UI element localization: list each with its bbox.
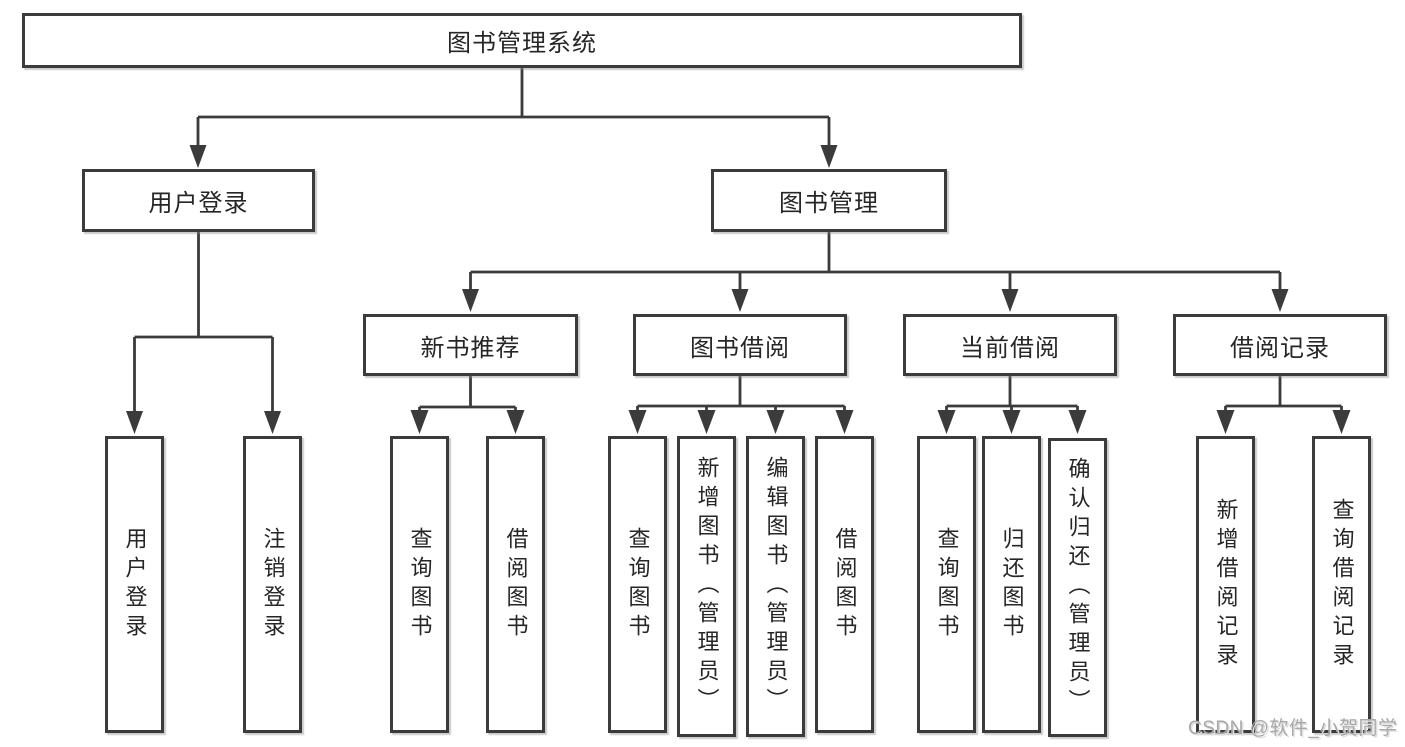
- node-label: 图书借阅: [690, 334, 790, 362]
- leaf-logout: 注销登录: [243, 436, 302, 733]
- node-new-book-recommend: 新书推荐: [363, 314, 578, 376]
- leaf-add-borrow-record: 新增借阅记录: [1196, 436, 1255, 733]
- leaf-add-book-admin: 新增图书（管理员）: [677, 436, 736, 737]
- node-label: 新增图书（管理员）: [694, 456, 720, 717]
- node-user-login: 用户登录: [82, 169, 315, 232]
- node-label: 借阅记录: [1230, 334, 1330, 362]
- node-label: 编辑图书（管理员）: [763, 456, 789, 717]
- node-label: 图书管理: [779, 190, 879, 217]
- leaf-return-books: 归还图书: [982, 436, 1041, 733]
- node-borrowing-records: 借阅记录: [1173, 314, 1387, 376]
- leaf-confirm-return-admin: 确认归还（管理员）: [1048, 438, 1107, 737]
- leaf-borrow-books-recommend: 借阅图书: [486, 436, 545, 733]
- node-label: 借阅图书: [832, 526, 858, 643]
- leaf-edit-book-admin: 编辑图书（管理员）: [746, 436, 805, 737]
- node-label: 当前借阅: [960, 334, 1060, 362]
- node-label: 新增借阅记录: [1213, 497, 1239, 672]
- leaf-query-borrow-record: 查询借阅记录: [1312, 436, 1371, 733]
- leaf-borrow-books-borrowing: 借阅图书: [815, 436, 874, 733]
- node-label: 借阅图书: [503, 526, 529, 643]
- node-label: 查询借阅记录: [1329, 497, 1355, 672]
- node-label: 确认归还（管理员）: [1065, 457, 1091, 718]
- watermark: CSDN @软件_小贺同学: [1188, 718, 1398, 739]
- node-book-borrowing: 图书借阅: [633, 314, 847, 376]
- node-current-borrowing: 当前借阅: [903, 314, 1117, 376]
- node-label: 查询图书: [407, 526, 433, 643]
- leaf-user-login: 用户登录: [105, 436, 164, 733]
- node-label: 用户登录: [122, 526, 148, 643]
- node-label: 归还图书: [999, 526, 1025, 643]
- node-label: 新书推荐: [420, 334, 521, 362]
- leaf-query-books-recommend: 查询图书: [390, 436, 449, 733]
- node-label: 注销登录: [260, 526, 286, 643]
- node-label: 用户登录: [148, 190, 249, 217]
- node-label: 图书管理系统: [447, 30, 597, 57]
- node-label: 查询图书: [625, 526, 651, 643]
- node-library-system: 图书管理系统: [22, 13, 1022, 68]
- leaf-query-books-borrowing: 查询图书: [608, 436, 667, 733]
- leaf-query-books-current: 查询图书: [917, 436, 976, 733]
- arrowheads: [126, 145, 1351, 434]
- node-book-management: 图书管理: [711, 169, 947, 232]
- node-label: 查询图书: [934, 526, 960, 643]
